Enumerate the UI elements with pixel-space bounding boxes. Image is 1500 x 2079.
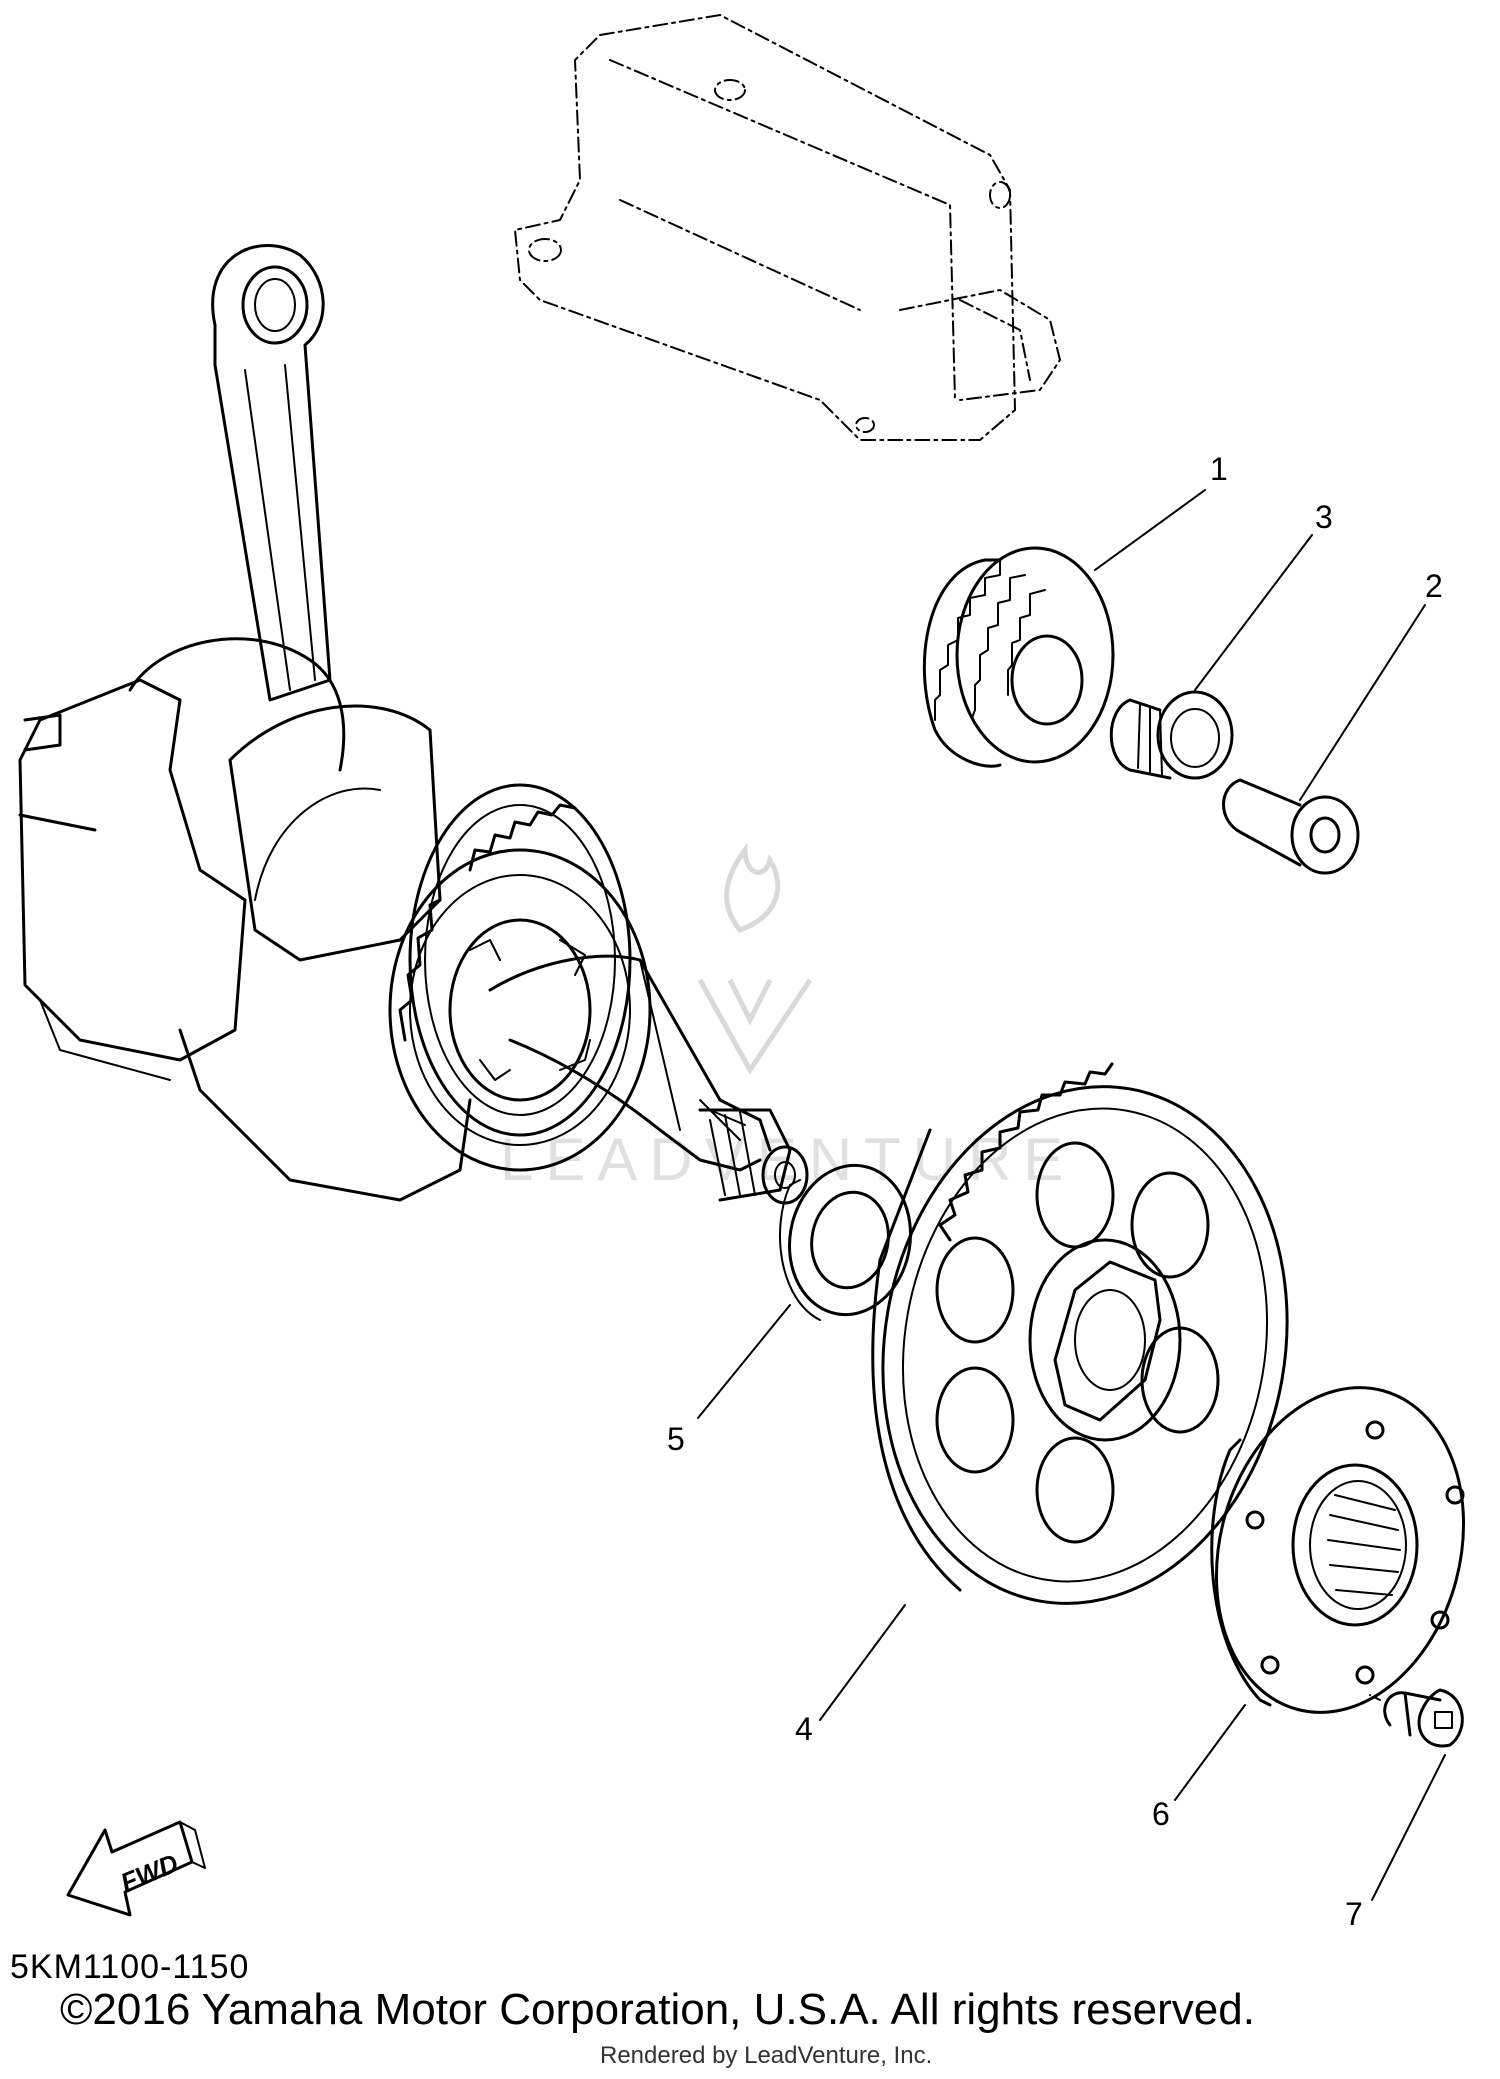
callout-1: 1 <box>1210 451 1228 487</box>
callout-3: 3 <box>1315 499 1333 535</box>
part-5-washer <box>779 1163 913 1321</box>
diagram-code: 5KM1100-1150 <box>10 1948 250 1986</box>
callout-4: 4 <box>795 1711 813 1747</box>
leader-lines <box>697 489 1446 1901</box>
part-1-idler-gear <box>922 546 1115 768</box>
fwd-label: FWD <box>116 1848 182 1898</box>
callout-labels: 1 2 3 4 5 6 7 <box>667 451 1443 1932</box>
callout-2: 2 <box>1425 568 1443 604</box>
part-4-starter-wheel-gear <box>871 1062 1289 1605</box>
starter-motor-reference <box>513 13 1062 441</box>
part-7-bolt <box>1369 1688 1464 1748</box>
part-6-starter-clutch <box>1210 1386 1466 1714</box>
copyright-notice: ©2016 Yamaha Motor Corporation, U.S.A. A… <box>60 1985 1255 2034</box>
callout-7: 7 <box>1345 1896 1363 1932</box>
callout-6: 6 <box>1152 1796 1170 1832</box>
crankshaft-reference <box>18 244 809 1205</box>
part-2-shaft <box>1222 778 1360 875</box>
part-3-needle-bearing <box>1109 690 1234 780</box>
fwd-arrow-icon: FWD <box>66 1820 206 1917</box>
callout-5: 5 <box>667 1421 685 1457</box>
rendered-by-credit: Rendered by LeadVenture, Inc. <box>600 2042 933 2069</box>
